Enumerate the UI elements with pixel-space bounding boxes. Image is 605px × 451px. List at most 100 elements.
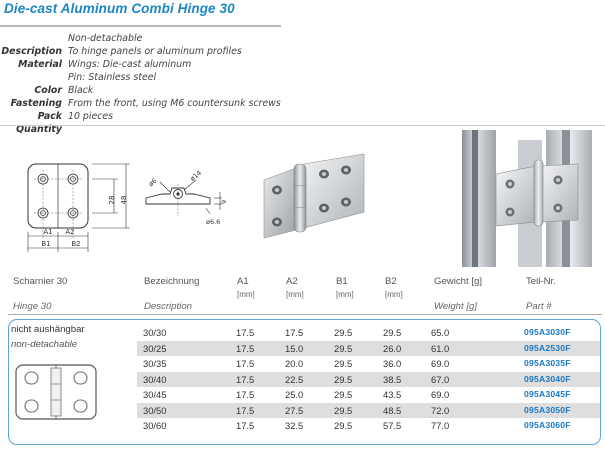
unit-b1: [mm]: [336, 290, 354, 299]
cell-b1: 29.5: [334, 342, 353, 354]
cell-b2: 26.0: [383, 342, 402, 354]
cell-b1: 29.5: [334, 358, 353, 369]
spec-list: Non-detachable Description To hinge panel…: [0, 32, 281, 136]
cell-part: 095A3050F: [524, 404, 571, 415]
cell-a1: 17.5: [236, 342, 255, 354]
cell-a2: 15.0: [285, 342, 304, 354]
cell-a2: 22.5: [285, 373, 304, 385]
specs-divider: [0, 125, 605, 126]
cell-a1: 17.5: [236, 373, 255, 385]
dim-label: B1: [41, 240, 50, 248]
cell-b1: 29.5: [334, 373, 353, 385]
title-divider: [0, 25, 281, 27]
cell-part: 095A3035F: [524, 358, 571, 368]
spec-value: 10 pieces: [68, 111, 114, 122]
cell-weight: 69.0: [431, 389, 450, 400]
cell-b2: 29.5: [383, 327, 402, 338]
table-row: 30/25 17.5 15.0 29.5 26.0 61.0 095A2530F: [137, 340, 600, 356]
cell-a2: 17.5: [285, 327, 304, 338]
cell-b2: 57.5: [383, 420, 402, 431]
unit-a2: [mm]: [286, 290, 304, 299]
spec-value: Non-detachable: [68, 33, 143, 44]
dim-label: A2: [65, 228, 74, 236]
dim-label: 48: [120, 196, 128, 205]
col-header-weight: Gewicht [g]: [434, 276, 482, 287]
cell-part: 095A2530F: [524, 342, 571, 353]
cell-desc: 30/50: [143, 404, 167, 416]
type-label-en: non-detachable: [11, 339, 78, 350]
spec-value: From the front, using M6 countersunk scr…: [68, 98, 281, 109]
cell-desc: 30/60: [143, 420, 167, 431]
spec-label: Material: [18, 59, 62, 70]
cell-desc: 30/35: [143, 358, 167, 369]
cell-weight: 72.0: [431, 404, 450, 416]
spec-value: Black: [68, 85, 94, 96]
spec-label: [0, 32, 68, 45]
cell-desc: 30/40: [143, 373, 167, 385]
product-title: Die-cast Aluminum Combi Hinge 30: [4, 1, 235, 16]
hinge-thumbnail: [15, 364, 97, 420]
col-header-part-en: Part #: [526, 301, 552, 312]
cell-b1: 29.5: [334, 404, 353, 416]
dim-label: ø6.6: [206, 218, 220, 226]
cell-weight: 77.0: [431, 420, 450, 431]
cell-a1: 17.5: [236, 327, 255, 338]
spec-row: Pin: Stainless steel: [0, 71, 281, 84]
col-header-weight-en: Weight [g]: [434, 301, 478, 312]
cell-desc: 30/30: [143, 327, 167, 338]
cell-a1: 17.5: [236, 404, 255, 416]
cell-b2: 36.0: [383, 358, 402, 369]
col-header-b1: B1: [336, 276, 348, 287]
header-divider: [8, 314, 602, 315]
cell-b2: 38.5: [383, 373, 402, 385]
cell-weight: 65.0: [431, 327, 450, 338]
side-view-drawing: ø6 ø14 9 ø6.6: [145, 169, 228, 226]
col-header-hinge: Scharnier 30: [13, 276, 68, 287]
cell-weight: 61.0: [431, 342, 450, 354]
col-header-hinge-en: Hinge 30: [13, 301, 52, 312]
cell-a2: 20.0: [285, 358, 304, 369]
dim-label: 28: [108, 196, 116, 205]
cell-b1: 29.5: [334, 389, 353, 400]
col-header-desc-en: Description: [144, 301, 192, 312]
dim-label: 9: [220, 200, 228, 204]
spec-row: Non-detachable: [0, 32, 281, 45]
dim-label: A1: [43, 228, 52, 236]
spec-value: To hinge panels or aluminum profiles: [68, 46, 242, 57]
dim-label: ø14: [189, 169, 204, 183]
cell-part: 095A3030F: [524, 327, 571, 337]
cell-a2: 32.5: [285, 420, 304, 431]
spec-row: Pack Quantity 10 pieces: [0, 110, 281, 136]
spec-label: Pack Quantity: [16, 111, 62, 135]
cell-b1: 29.5: [334, 327, 353, 338]
type-label: nicht aushängbar: [11, 324, 85, 335]
unit-b2: [mm]: [385, 290, 403, 299]
spec-label: Description: [1, 46, 62, 57]
col-header-desc: Bezeichnung: [144, 276, 200, 287]
spec-row: Color Black: [0, 84, 281, 97]
table-row: 30/30 17.5 17.5 29.5 29.5 65.0 095A3030F: [137, 325, 600, 340]
spec-label: Color: [34, 85, 62, 96]
product-table: nicht aushängbar non-detachable 30/30 17…: [8, 319, 601, 445]
table-row: 30/45 17.5 25.0 29.5 43.5 69.0 095A3045F: [137, 387, 600, 402]
table-row: 30/40 17.5 22.5 29.5 38.5 67.0 095A3040F: [137, 371, 600, 387]
col-header-part: Teil-Nr.: [526, 276, 556, 287]
table-row: 30/50 17.5 27.5 29.5 48.5 72.0 095A3050F: [137, 402, 600, 418]
dim-label: B2: [71, 240, 80, 248]
spec-row: Description To hinge panels or aluminum p…: [0, 45, 281, 58]
cell-a2: 25.0: [285, 389, 304, 400]
hinge-photo: [263, 153, 365, 239]
cell-b2: 43.5: [383, 389, 402, 400]
dim-label: ø6: [147, 177, 158, 188]
cell-part: 095A3060F: [524, 420, 571, 430]
unit-a1: [mm]: [237, 290, 255, 299]
table-row: 30/60 17.5 32.5 29.5 57.5 77.0 095A3060F: [137, 418, 600, 433]
mounted-hinge-photo: [458, 130, 605, 267]
cell-b2: 48.5: [383, 404, 402, 416]
cell-a2: 27.5: [285, 404, 304, 416]
cell-a1: 17.5: [236, 389, 255, 400]
cell-weight: 69.0: [431, 358, 450, 369]
cell-a1: 17.5: [236, 420, 255, 431]
